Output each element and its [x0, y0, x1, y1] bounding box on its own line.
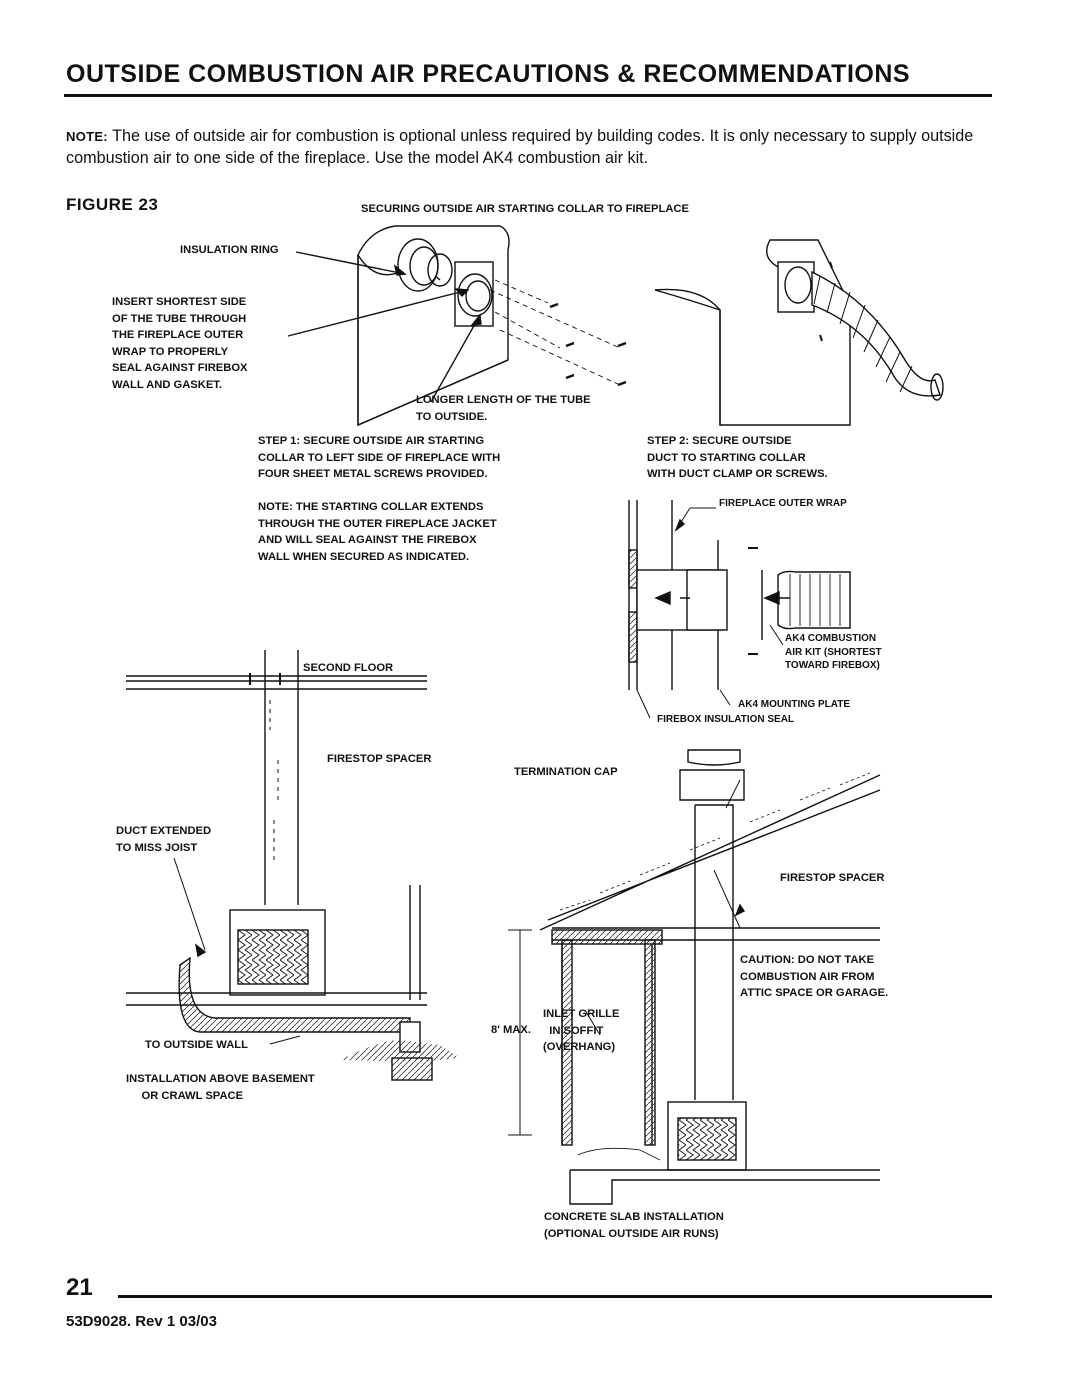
insert-shortest-side-label: INSERT SHORTEST SIDE OF THE TUBE THROUGH…	[112, 296, 248, 391]
securing-collar-caption: SECURING OUTSIDE AIR STARTING COLLAR TO …	[361, 203, 689, 215]
firebox-seal-label: FIREBOX INSULATION SEAL	[657, 714, 795, 725]
footer-rule	[118, 1295, 992, 1298]
title-rule	[64, 94, 992, 97]
note-lead: NOTE:	[66, 129, 108, 144]
duct-extended-label: DUCT EXTENDED TO MISS JOIST	[116, 825, 212, 854]
concrete-slab-installation	[508, 749, 881, 1205]
concrete-slab-caption: CONCRETE SLAB INSTALLATION (OPTIONAL OUT…	[544, 1211, 724, 1240]
ak4-kit-label: AK4 COMBUSTION AIR KIT (SHORTEST TOWARD …	[785, 633, 882, 671]
section-detail	[628, 500, 851, 719]
caution-label: CAUTION: DO NOT TAKE COMBUSTION AIR FROM…	[740, 954, 889, 999]
outer-wrap-label: FIREPLACE OUTER WRAP	[719, 498, 847, 509]
note-text: The use of outside air for combustion is…	[66, 127, 974, 167]
firestop-spacer-left-label: FIRESTOP SPACER	[327, 753, 432, 765]
intro-note: NOTE: The use of outside air for combust…	[66, 126, 996, 169]
inlet-grille-label: INLET GRILLE IN SOFFIT (OVERHANG)	[543, 1008, 620, 1053]
termination-cap-label: TERMINATION CAP	[514, 766, 618, 778]
figure-label: FIGURE 23	[66, 195, 159, 214]
basement-caption: INSTALLATION ABOVE BASEMENT OR CRAWL SPA…	[126, 1073, 315, 1102]
basement-installation	[126, 650, 460, 1081]
to-outside-wall-label: TO OUTSIDE WALL	[145, 1039, 248, 1051]
step1-caption: STEP 1: SECURE OUTSIDE AIR STARTING COLL…	[258, 435, 501, 480]
longer-length-label: LONGER LENGTH OF THE TUBE TO OUTSIDE.	[416, 394, 591, 423]
starting-collar-note: NOTE: THE STARTING COLLAR EXTENDS THROUG…	[258, 501, 497, 563]
step1-illustration	[287, 225, 627, 427]
insulation-ring-label: INSULATION RING	[180, 244, 279, 256]
page-title: OUTSIDE COMBUSTION AIR PRECAUTIONS & REC…	[66, 60, 911, 88]
step2-illustration	[654, 239, 944, 426]
ak4-plate-label: AK4 MOUNTING PLATE	[738, 699, 851, 710]
firestop-spacer-right-label: FIRESTOP SPACER	[780, 872, 885, 884]
document-id: 53D9028. Rev 1 03/03	[66, 1313, 217, 1330]
page-number: 21	[66, 1274, 93, 1301]
step2-caption: STEP 2: SECURE OUTSIDE DUCT TO STARTING …	[647, 435, 828, 480]
second-floor-label: SECOND FLOOR	[303, 662, 394, 674]
eight-foot-max-label: 8' MAX.	[491, 1024, 531, 1036]
